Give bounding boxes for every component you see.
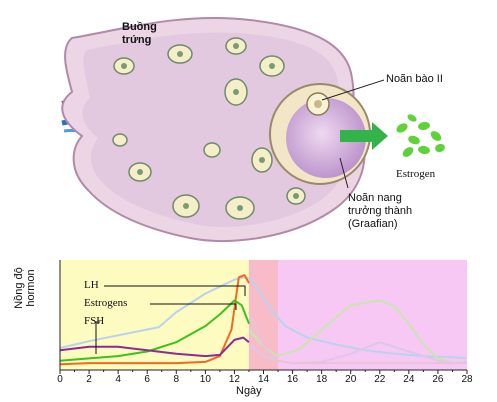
faded-curve-1 bbox=[248, 299, 467, 365]
x-tick-label: 18 bbox=[316, 374, 328, 385]
x-tick-label: 22 bbox=[374, 374, 386, 385]
legend-fsh: FSH bbox=[84, 315, 105, 327]
phase-band-luteal bbox=[278, 260, 467, 370]
estrogen-molecules bbox=[396, 114, 445, 157]
x-tick-label: 2 bbox=[86, 374, 92, 385]
x-tick-label: 14 bbox=[257, 374, 270, 385]
follicle-label-line1: Noãn nang bbox=[348, 192, 402, 204]
green-arrow-icon bbox=[340, 122, 388, 150]
x-tick-label: 6 bbox=[144, 374, 150, 385]
follicle-nuclei bbox=[121, 43, 299, 211]
estrogens-curve bbox=[59, 299, 250, 362]
faded-curve-3 bbox=[248, 311, 467, 365]
fsh-leader-line bbox=[95, 321, 100, 354]
estrogens-leader-line bbox=[150, 303, 237, 310]
x-tick-label: 10 bbox=[199, 374, 211, 385]
lh-curve bbox=[59, 274, 250, 366]
hormone-curves bbox=[59, 274, 250, 366]
lh-leader-line bbox=[104, 285, 246, 296]
ovary-label: Buồng trứng bbox=[122, 21, 157, 46]
x-tick-label: 24 bbox=[403, 374, 415, 385]
chart-axes bbox=[59, 260, 468, 374]
fsh-curve bbox=[59, 336, 250, 358]
y-axis-label-line1: Nồng độ bbox=[13, 267, 25, 309]
x-axis-title: Ngày bbox=[236, 385, 262, 397]
x-tick-label: 0 bbox=[57, 374, 63, 385]
oocyte-label: Noãn bào II bbox=[386, 73, 443, 85]
ovary-illustration bbox=[61, 17, 445, 242]
x-tick-label: 12 bbox=[228, 374, 240, 385]
legend-estrogens: Estrogens bbox=[84, 297, 128, 309]
x-tick-label: 20 bbox=[345, 374, 357, 385]
x-tick-label: 26 bbox=[432, 374, 444, 385]
oocyte-leader-line bbox=[321, 79, 385, 101]
faded-curves bbox=[59, 276, 468, 365]
graafian-follicle-antrum bbox=[286, 98, 366, 178]
follicle-leader-line bbox=[339, 157, 349, 189]
x-tick-label: 4 bbox=[115, 374, 121, 385]
x-tick-label: 16 bbox=[287, 374, 299, 385]
y-axis-label-line2: hormon bbox=[25, 269, 37, 307]
follicle-label-line3: (Graafian) bbox=[348, 218, 398, 230]
y-axis-label: Nồng độ hormon bbox=[13, 258, 43, 318]
faded-curve-2 bbox=[248, 341, 468, 365]
faded-curve-0 bbox=[59, 276, 468, 360]
estrogen-label: Estrogen bbox=[396, 168, 436, 180]
x-tick-label: 8 bbox=[173, 374, 180, 385]
phase-bands bbox=[60, 260, 467, 370]
x-tick-label: 28 bbox=[461, 374, 473, 385]
legend-lh: LH bbox=[84, 279, 99, 291]
phase-band-ovulation bbox=[248, 260, 279, 370]
follicle-label-line2: trưởng thành bbox=[348, 205, 413, 217]
legend-leader-lines bbox=[95, 285, 246, 354]
oocyte-nucleus bbox=[314, 100, 322, 108]
follicle-label: Noãn nang trưởng thành (Graafian) bbox=[348, 192, 412, 231]
